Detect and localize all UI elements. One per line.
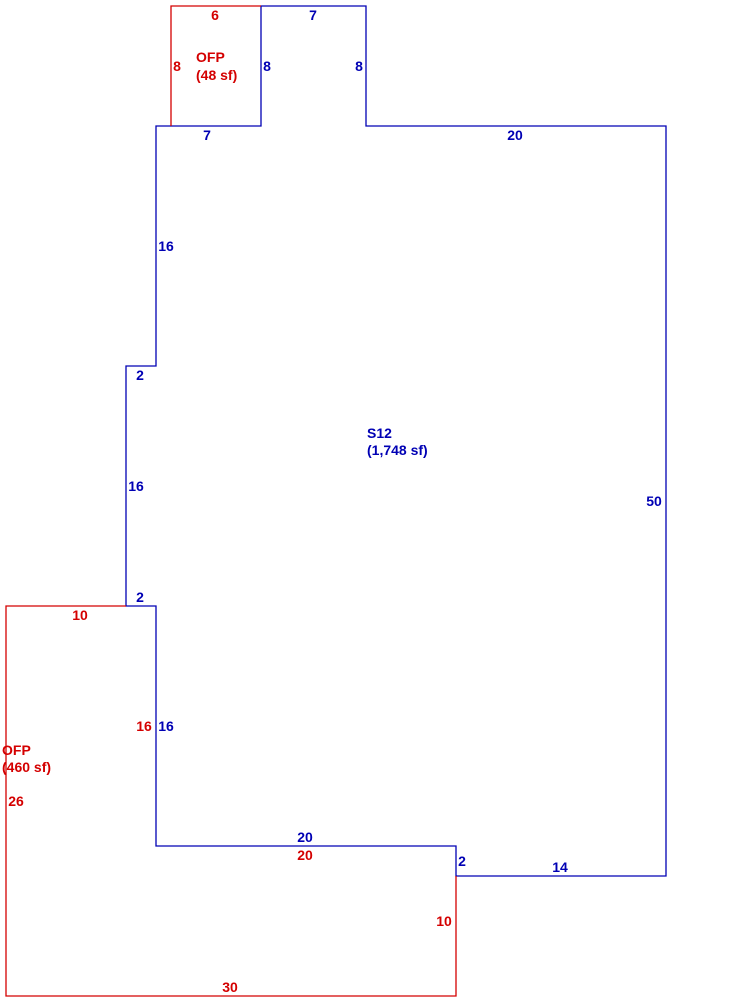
dim-label: 10 [72,607,88,623]
dim-label: 20 [297,847,313,863]
dim-label: 20 [297,829,313,845]
dim-label: 6 [211,7,219,23]
dim-label: 8 [263,58,271,74]
bottom-porch-area: (460 sf) [2,759,51,775]
dim-label: 16 [136,718,152,734]
dim-label: 16 [158,718,174,734]
bottom-porch-code: OFP [2,742,31,758]
top-porch-area: (48 sf) [196,67,237,83]
top-porch-code: OFP [196,49,225,65]
dim-label: 16 [128,478,144,494]
dim-label: 20 [507,127,523,143]
main-structure-outline [125,5,667,877]
dim-label: 10 [436,913,452,929]
main-area-code: S12 [367,425,392,441]
dim-label: 7 [203,127,211,143]
bottom-porch-outline [5,605,457,997]
dim-label: 2 [136,589,144,605]
dim-label: 16 [158,238,174,254]
dim-label: 2 [136,367,144,383]
dim-label: 50 [646,493,662,509]
top-porch-outline [170,5,261,126]
main-area-size: (1,748 sf) [367,442,428,458]
dim-label: 30 [222,979,238,995]
dim-label: 8 [355,58,363,74]
dim-label: 14 [552,859,568,875]
dim-label: 26 [8,793,24,809]
dim-label: 8 [173,58,181,74]
dim-label: 7 [309,7,317,23]
dim-label: 2 [458,853,466,869]
